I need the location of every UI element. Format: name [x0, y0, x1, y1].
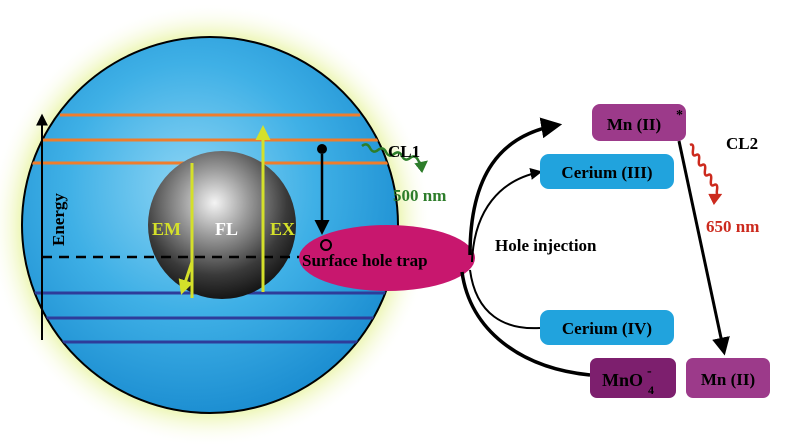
mno4-label-sup: -: [647, 364, 652, 379]
cerium-iv-curve: [469, 269, 541, 330]
mn-excited-star: *: [676, 108, 683, 123]
hole-injection-curve-mn: [468, 117, 563, 256]
mn-excited-box: [592, 104, 686, 141]
energy-levels: [30, 113, 390, 344]
cl2-label: CL2: [726, 134, 758, 153]
mn-relaxation-arrow: [677, 140, 730, 356]
em-label: EM: [152, 219, 181, 239]
cl2-wavy-arrow: [689, 143, 723, 206]
mno4-curve: [460, 271, 591, 377]
nm500-label: 500 nm: [393, 186, 446, 205]
energy-axis-label: Energy: [49, 193, 68, 246]
cl1-label: CL1: [388, 142, 420, 161]
mn-ii-label: Mn (II): [701, 370, 755, 389]
cl1-wavy-arrow: [361, 143, 428, 174]
surface-hole-trap-label: Surface hole trap: [302, 251, 428, 270]
hole-injection-label: Hole injection: [495, 236, 597, 255]
cerium-iii-label: Cerium (III): [561, 163, 652, 182]
nm650-label: 650 nm: [706, 217, 759, 236]
cerium-iv-label: Cerium (IV): [562, 319, 652, 338]
hole-circle: [320, 239, 332, 251]
electron-dot: [317, 144, 327, 154]
cerium-iv-box: [540, 310, 674, 345]
mno4-label-base: MnO: [602, 370, 643, 390]
surface-hole-trap-ellipse: [299, 225, 475, 291]
em-arrow: [178, 261, 194, 295]
mn-ii-box: [686, 358, 770, 398]
mno4-box: [590, 358, 676, 398]
cerium-iii-box: [540, 154, 674, 189]
fl-label: FL: [215, 219, 238, 239]
mn-excited-label: Mn (II): [607, 115, 661, 134]
hole-injection-curve-cerium: [471, 168, 543, 263]
ex-label: EX: [270, 219, 295, 239]
mno4-label-sub: 4: [648, 383, 654, 397]
core-particle: [148, 151, 296, 299]
